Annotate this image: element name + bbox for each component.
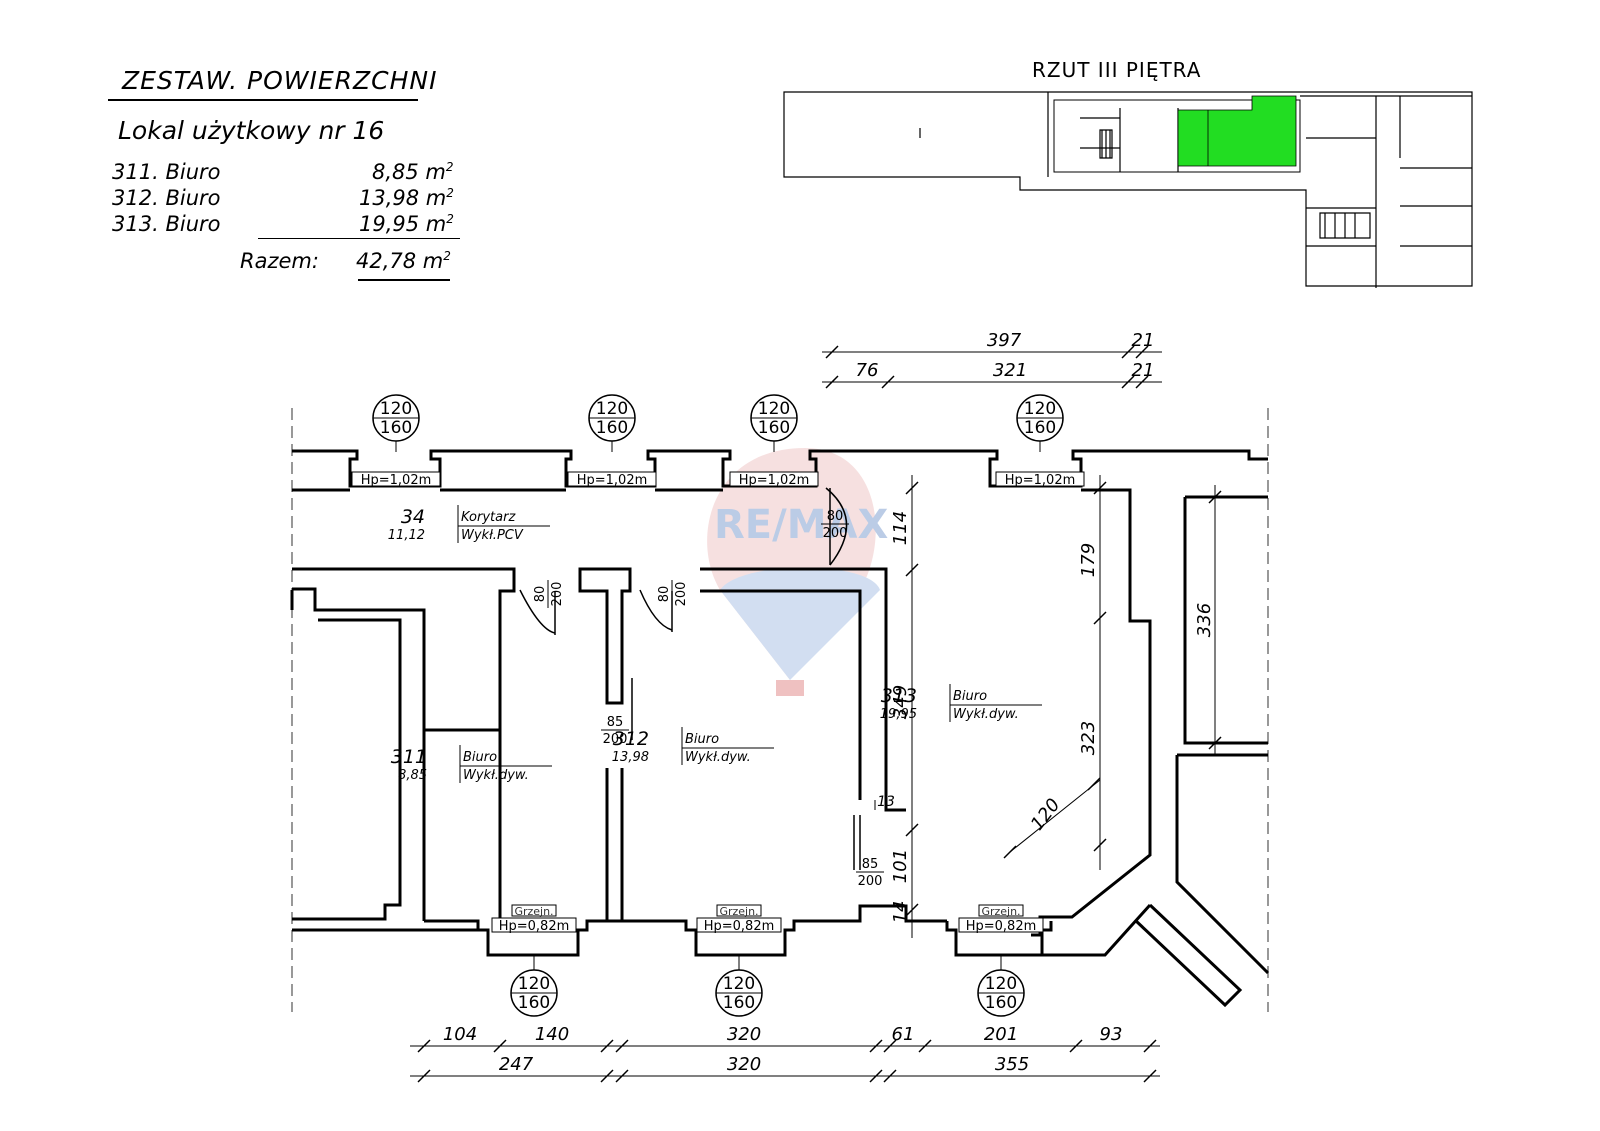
room-area: 13,98 [612, 750, 649, 765]
door-width: 80 [657, 586, 672, 603]
key-plan [783, 91, 1473, 288]
room-name: Korytarz [461, 510, 516, 525]
window-height: 160 [758, 418, 790, 438]
radiator-label: Grzejn. [514, 905, 553, 918]
highlighted-unit [1177, 95, 1297, 167]
window-width: 120 [985, 974, 1017, 994]
room-number: 313 [881, 685, 917, 707]
room-name: Biuro [953, 689, 987, 704]
sill-height-label: Hp=0,82m [704, 919, 775, 934]
window-height: 160 [723, 993, 755, 1013]
door-height: 200 [550, 582, 565, 607]
watermark-text: RE/MAX [714, 502, 888, 548]
room-floor-finish: Wykł.dyw. [953, 707, 1019, 722]
dimension-label: 247 [499, 1054, 534, 1075]
room-floor-finish: Wykł.dyw. [685, 750, 751, 765]
room-floor-finish: Wykł.PCV [461, 528, 524, 543]
room-area-313: 19,95 m2 [359, 212, 454, 236]
radiator-label: Grzejn. [981, 905, 1020, 918]
sill-height-label: Hp=0,82m [966, 919, 1037, 934]
sill-height-label: Hp=1,02m [577, 473, 648, 488]
window-height: 160 [518, 993, 550, 1013]
door-height: 200 [674, 582, 689, 607]
room-area: 8,85 [398, 768, 427, 783]
sill-height-label: Hp=0,82m [499, 919, 570, 934]
room-area: 19,95 [880, 707, 917, 722]
dimension-label: 61 [892, 1024, 915, 1045]
window-height: 160 [596, 418, 628, 438]
room-row-313: 313. Biuro [112, 212, 221, 236]
room-number: 311 [391, 746, 427, 768]
dimension-label: 336 [1194, 603, 1215, 637]
window-width: 120 [380, 399, 412, 419]
door-height: 200 [823, 526, 848, 541]
remax-watermark: RE/MAX [707, 448, 888, 696]
sill-height-label: Hp=1,02m [1005, 473, 1076, 488]
door-width: 80 [827, 509, 844, 524]
total-underline [358, 279, 450, 281]
door-height: 200 [858, 874, 883, 889]
dimension-label: 323 [1078, 721, 1099, 755]
door-width: 80 [533, 586, 548, 603]
key-plan-title: RZUT III PIĘTRA [1032, 58, 1202, 82]
room-row-311: 311. Biuro [112, 160, 221, 184]
dimension-label: 101 [890, 849, 911, 883]
dimension-label: 320 [727, 1054, 761, 1075]
room-area: 11,12 [388, 528, 425, 543]
dimension-label: 321 [993, 360, 1027, 381]
unit-title: Lokal użytkowy nr 16 [118, 116, 385, 145]
dimension-label: 201 [984, 1024, 1018, 1045]
room-area-311: 8,85 m2 [372, 160, 454, 184]
dimension-label: 349 [890, 685, 911, 719]
window-height: 160 [380, 418, 412, 438]
dimension-label: 355 [995, 1054, 1029, 1075]
window-width: 120 [723, 974, 755, 994]
window-height: 160 [985, 993, 1017, 1013]
radiator-label: Grzejn. [719, 905, 758, 918]
dimension-label: 397 [987, 330, 1022, 351]
sum-line [258, 238, 460, 239]
room-floor-finish: Wykł.dyw. [463, 768, 529, 783]
room-row-312: 312. Biuro [112, 186, 221, 210]
dimension-label: 179 [1078, 543, 1099, 577]
door-width: 85 [862, 857, 879, 872]
dimension-label: 140 [535, 1024, 569, 1045]
total-label: Razem: [240, 249, 319, 273]
door-height: 200 [603, 732, 628, 747]
sill-height-label: Hp=1,02m [361, 473, 432, 488]
summary-heading: ZESTAW. POWIERZCHNI [122, 66, 438, 95]
window-width: 120 [758, 399, 790, 419]
dimension-label: 93 [1100, 1024, 1123, 1045]
sill-height-label: Hp=1,02m [739, 473, 810, 488]
room-name: Biuro [685, 732, 719, 747]
dimension-label: 320 [727, 1024, 761, 1045]
dimension-label: 104 [443, 1024, 477, 1045]
dimension-label: 13 [877, 794, 895, 810]
window-width: 120 [1024, 399, 1056, 419]
room-number: 34 [401, 506, 425, 528]
dimension-label: 114 [890, 511, 911, 545]
window-height: 160 [1024, 418, 1056, 438]
dimension-label: 120 [1027, 795, 1065, 835]
room-name: Biuro [463, 750, 497, 765]
window-width: 120 [518, 974, 550, 994]
room-area-312: 13,98 m2 [359, 186, 454, 210]
dimension-label: 21 [1132, 330, 1155, 351]
door-width: 85 [607, 715, 624, 730]
total-area: 42,78 m2 [356, 249, 451, 273]
heading-underline [108, 99, 418, 101]
dimension-label: 76 [856, 360, 879, 381]
dimension-label: 14 [890, 901, 911, 924]
dimension-label: 21 [1132, 360, 1155, 381]
room-number: 312 [613, 728, 649, 750]
window-width: 120 [596, 399, 628, 419]
